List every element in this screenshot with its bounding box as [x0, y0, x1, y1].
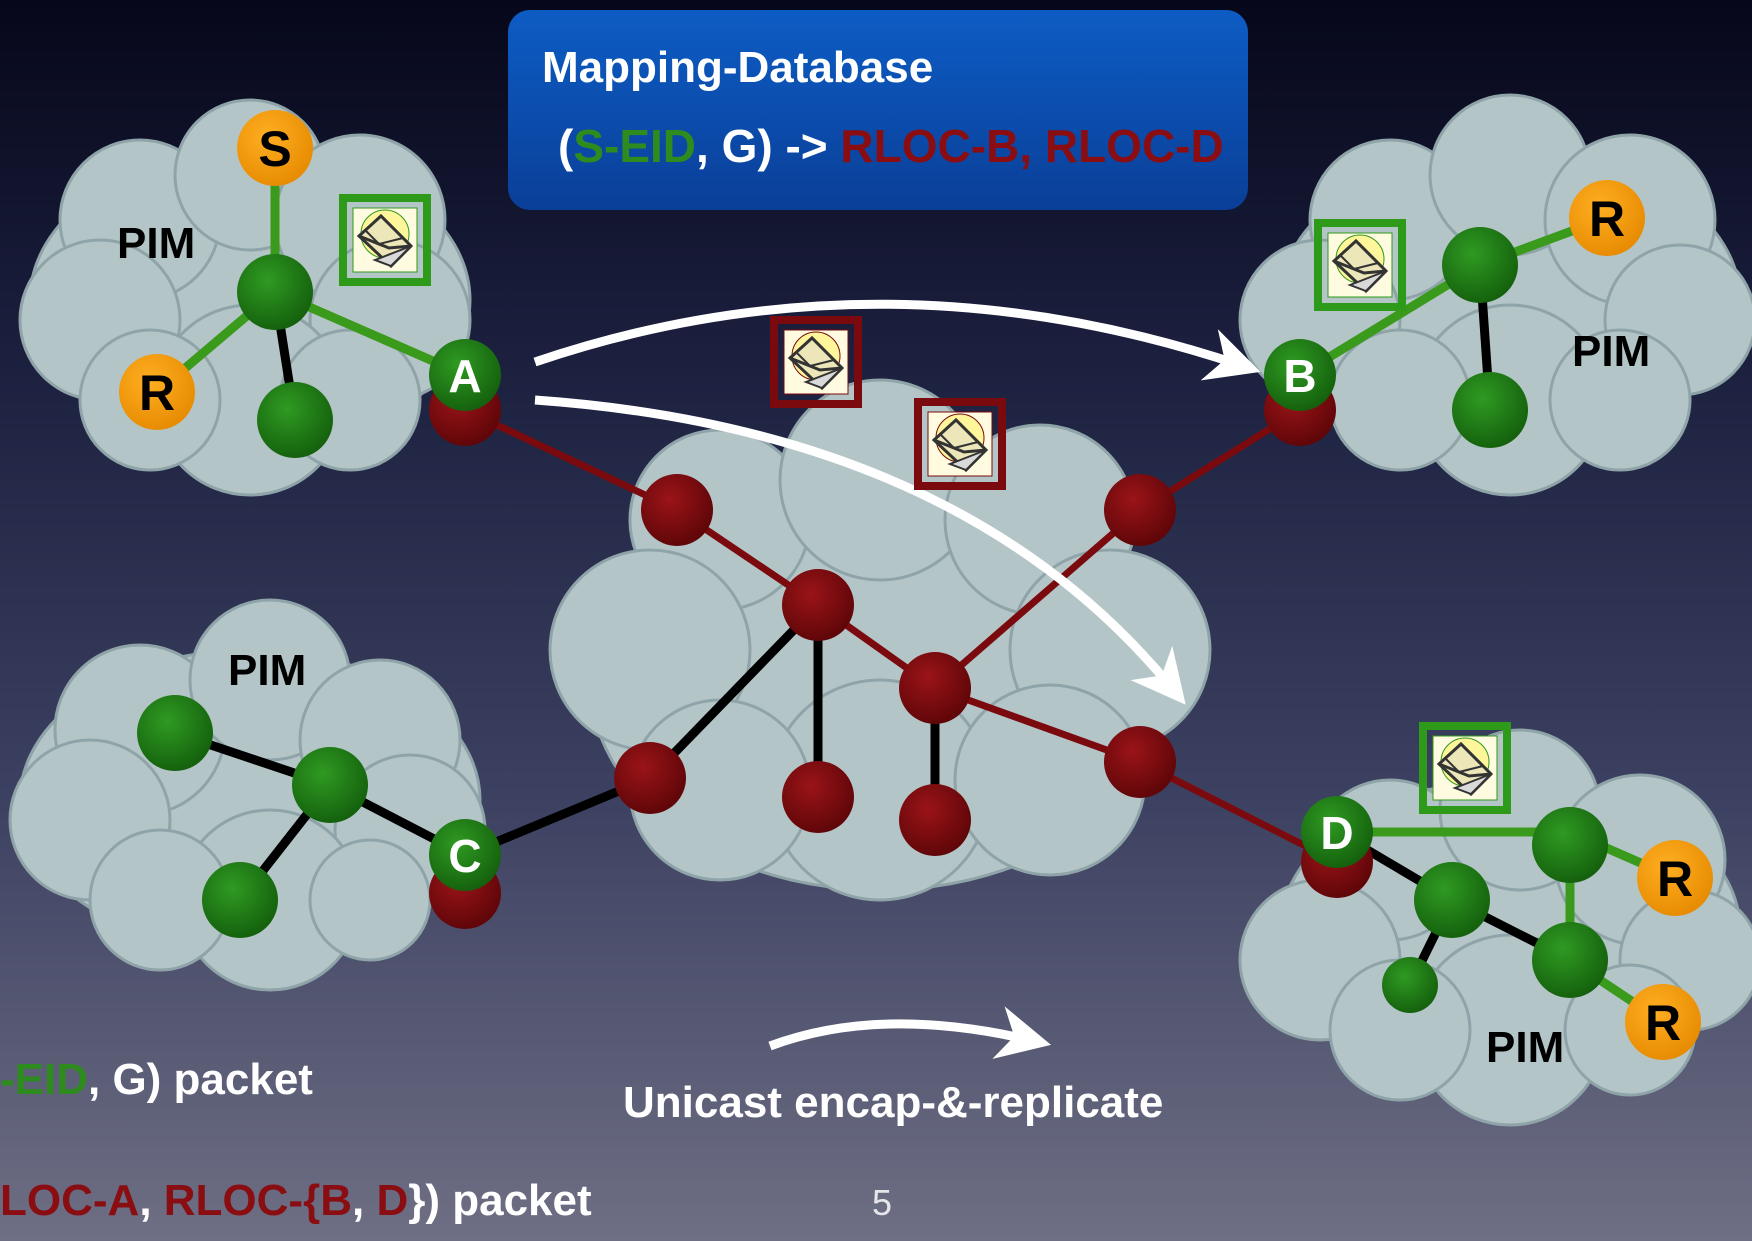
- mapping-database-entry: (S-EID, G) -> RLOC-B, RLOC-D: [558, 120, 1224, 172]
- core-router: [1104, 726, 1176, 798]
- legend-multicast-packet: -EID, G) packet: [0, 1055, 313, 1104]
- xtr-d-label: D: [1320, 807, 1353, 859]
- xtr-b: B: [1264, 339, 1336, 411]
- page-number: 5: [872, 1182, 893, 1223]
- core-cloud: [548, 378, 1212, 902]
- unicast-packet-icon: [918, 402, 1002, 486]
- legend-unicast-replicate-label: Unicast encap-&-replicate: [623, 1078, 1164, 1127]
- site-router: [137, 695, 213, 771]
- site-router: [1414, 862, 1490, 938]
- site-router: [237, 254, 313, 330]
- site-router: [1532, 922, 1608, 998]
- site-router: [1442, 227, 1518, 303]
- unicast-packet-icon: [774, 320, 858, 404]
- receiver-label: R: [1589, 191, 1625, 247]
- core-router: [614, 742, 686, 814]
- source-eid: S-EID: [573, 120, 697, 172]
- xtr-c: C: [429, 819, 501, 891]
- receiver-node: R: [1625, 984, 1701, 1060]
- site-router: [257, 382, 333, 458]
- receiver-label: R: [1645, 995, 1681, 1051]
- core-router: [1104, 474, 1176, 546]
- core-router: [782, 761, 854, 833]
- legend-unicast-packet: LOC-A, RLOC-{B, D}) packet: [0, 1176, 592, 1225]
- receiver-node: R: [1569, 180, 1645, 256]
- receiver-label: R: [1657, 851, 1693, 907]
- core-router: [899, 784, 971, 856]
- multicast-packet-icon: [343, 198, 427, 282]
- site-router: [1532, 807, 1608, 883]
- xtr-d: D: [1301, 796, 1373, 868]
- pim-label: PIM: [1486, 1023, 1564, 1072]
- arrow-a-to-d: [534, 395, 1186, 705]
- rloc-list: RLOC-B, RLOC-D: [840, 120, 1224, 172]
- site-routers: [137, 227, 1608, 1013]
- core-router: [899, 652, 971, 724]
- receiver-node: R: [1637, 840, 1713, 916]
- site-router: [1452, 372, 1528, 448]
- multicast-packet-icon: [1318, 223, 1402, 307]
- xtr-a: A: [429, 339, 501, 411]
- site-router: [202, 862, 278, 938]
- core-router: [782, 569, 854, 641]
- arrow-a-to-b: [533, 299, 1261, 381]
- legend-unicast-arrow: [768, 1006, 1052, 1059]
- pim-label: PIM: [228, 646, 306, 695]
- source-label: S: [258, 121, 291, 177]
- source-node: S: [237, 110, 313, 186]
- receiver-node: R: [119, 354, 195, 430]
- site-router: [1382, 957, 1438, 1013]
- pim-label: PIM: [1572, 327, 1650, 376]
- site-router: [292, 747, 368, 823]
- xtr-a-label: A: [448, 350, 481, 402]
- multicast-packet-icon: [1423, 726, 1507, 810]
- receiver-label: R: [139, 365, 175, 421]
- mapping-database-box: Mapping-Database (S-EID, G) -> RLOC-B, R…: [508, 10, 1248, 210]
- core-routers: [614, 474, 1176, 856]
- mapping-database-title: Mapping-Database: [542, 43, 934, 92]
- pim-label: PIM: [117, 219, 195, 268]
- core-router: [641, 474, 713, 546]
- xtr-b-label: B: [1283, 350, 1316, 402]
- xtr-c-label: C: [448, 830, 481, 882]
